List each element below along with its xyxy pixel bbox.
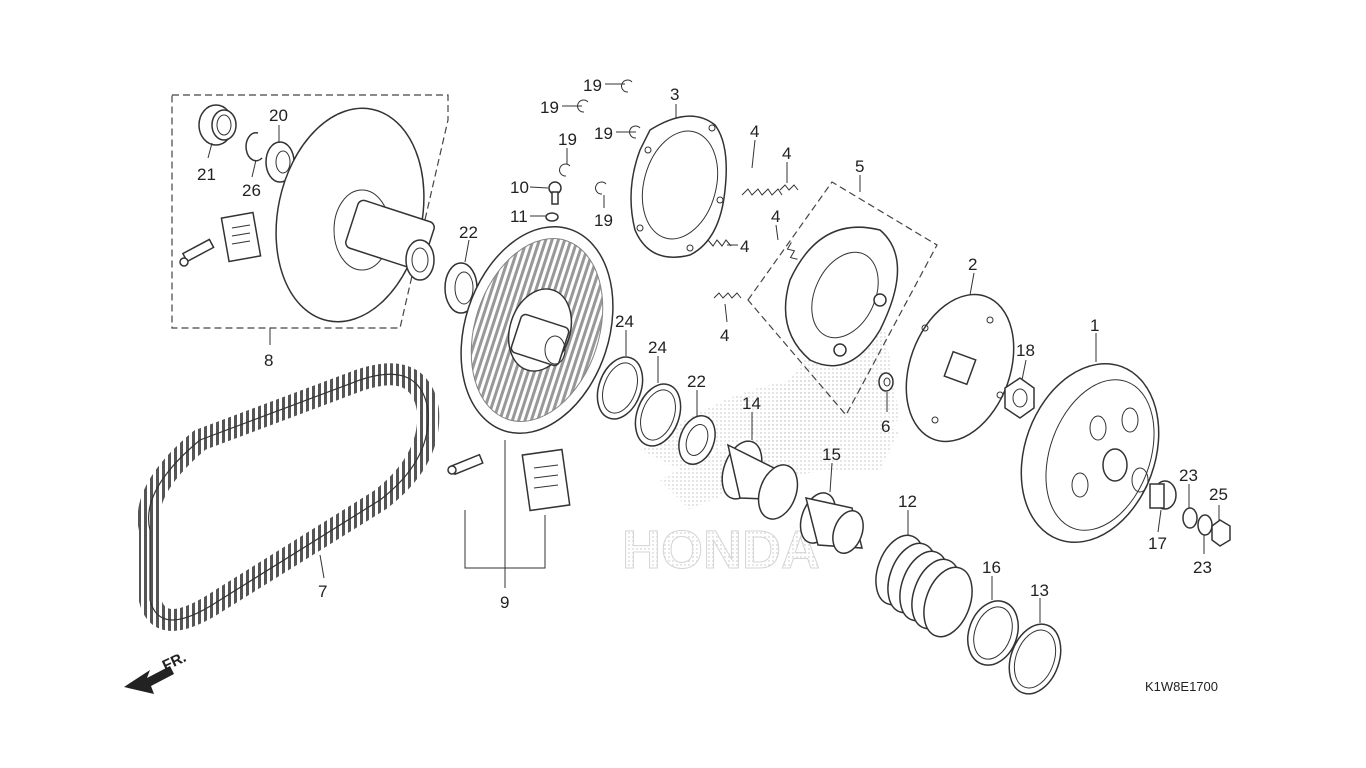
oil-seal-part <box>265 141 295 183</box>
driven-pulley-face-part <box>460 226 614 434</box>
callout-part-20: 20 <box>269 106 288 125</box>
washer-part <box>878 372 894 392</box>
callout-part-4: 4 <box>771 207 780 226</box>
callout-part-10: 10 <box>510 178 529 197</box>
assembly-5-box <box>747 181 938 417</box>
needle-bearing-part <box>198 104 237 146</box>
nut-part <box>1211 519 1231 547</box>
instruction-card <box>521 448 571 512</box>
callout-part-6: 6 <box>881 417 890 436</box>
callout-part-14: 14 <box>742 394 761 413</box>
callout-part-4: 4 <box>782 144 791 163</box>
callout-part-8: 8 <box>264 351 273 370</box>
callout-labels: 1 2 3 4 4 4 4 4 5 6 7 8 9 10 11 12 13 14… <box>197 76 1228 612</box>
drive-belt-part <box>137 363 440 631</box>
seal-collar-part <box>799 492 864 554</box>
callout-part-3: 3 <box>670 85 679 104</box>
callout-part-4: 4 <box>740 237 749 256</box>
callout-part-16: 16 <box>982 558 1001 577</box>
front-indicator-label: FR. <box>160 649 189 675</box>
ring-part <box>596 356 1062 695</box>
callout-part-4: 4 <box>750 122 759 141</box>
clutch-spring-part <box>707 184 799 299</box>
callout-part-19: 19 <box>558 130 577 149</box>
washer-part <box>1182 507 1213 536</box>
grease-tube-part <box>179 238 215 267</box>
callout-part-19: 19 <box>540 98 559 117</box>
drive-plate-part <box>905 293 1015 443</box>
callout-part-23: 23 <box>1179 466 1198 485</box>
callout-part-7: 7 <box>318 582 327 601</box>
watermark-text: HONDA <box>622 520 820 580</box>
stud-bolt-part <box>1149 480 1177 510</box>
front-direction-arrow-icon <box>124 666 174 694</box>
callout-part-4: 4 <box>720 326 729 345</box>
callout-part-26: 26 <box>242 181 261 200</box>
callout-part-15: 15 <box>822 445 841 464</box>
callout-part-11: 11 <box>510 207 528 226</box>
clutch-outer-part <box>1020 362 1160 544</box>
callout-part-24: 24 <box>648 338 667 357</box>
callout-part-13: 13 <box>1030 581 1049 600</box>
collar-part <box>721 440 799 520</box>
bolt-part <box>548 181 562 205</box>
driven-spring-part <box>875 534 973 638</box>
leader-lines <box>207 83 1220 623</box>
callout-part-18: 18 <box>1016 341 1035 360</box>
diagram-code: K1W8E1700 <box>1145 679 1218 694</box>
circlip-part <box>245 131 263 162</box>
callout-part-22: 22 <box>459 223 478 242</box>
callout-part-22: 22 <box>687 372 706 391</box>
callout-part-19: 19 <box>594 211 613 230</box>
clutch-plate-part <box>630 115 727 258</box>
callout-part-24: 24 <box>615 312 634 331</box>
washer-part <box>545 212 559 222</box>
grease-tube-part <box>447 453 484 476</box>
callout-part-1: 1 <box>1090 316 1099 335</box>
nut-part <box>1004 377 1035 419</box>
callout-part-25: 25 <box>1209 485 1228 504</box>
callout-part-9: 9 <box>500 593 509 612</box>
driven-face-part <box>275 107 435 323</box>
callout-part-19: 19 <box>583 76 602 95</box>
callout-part-12: 12 <box>898 492 917 511</box>
callout-part-2: 2 <box>968 255 977 274</box>
callout-part-21: 21 <box>197 165 216 184</box>
callout-part-19: 19 <box>594 124 613 143</box>
clutch-shoe-part <box>784 226 899 367</box>
instruction-card <box>220 211 262 263</box>
callout-part-5: 5 <box>855 157 864 176</box>
callout-part-17: 17 <box>1148 534 1167 553</box>
callout-part-23: 23 <box>1193 558 1212 577</box>
